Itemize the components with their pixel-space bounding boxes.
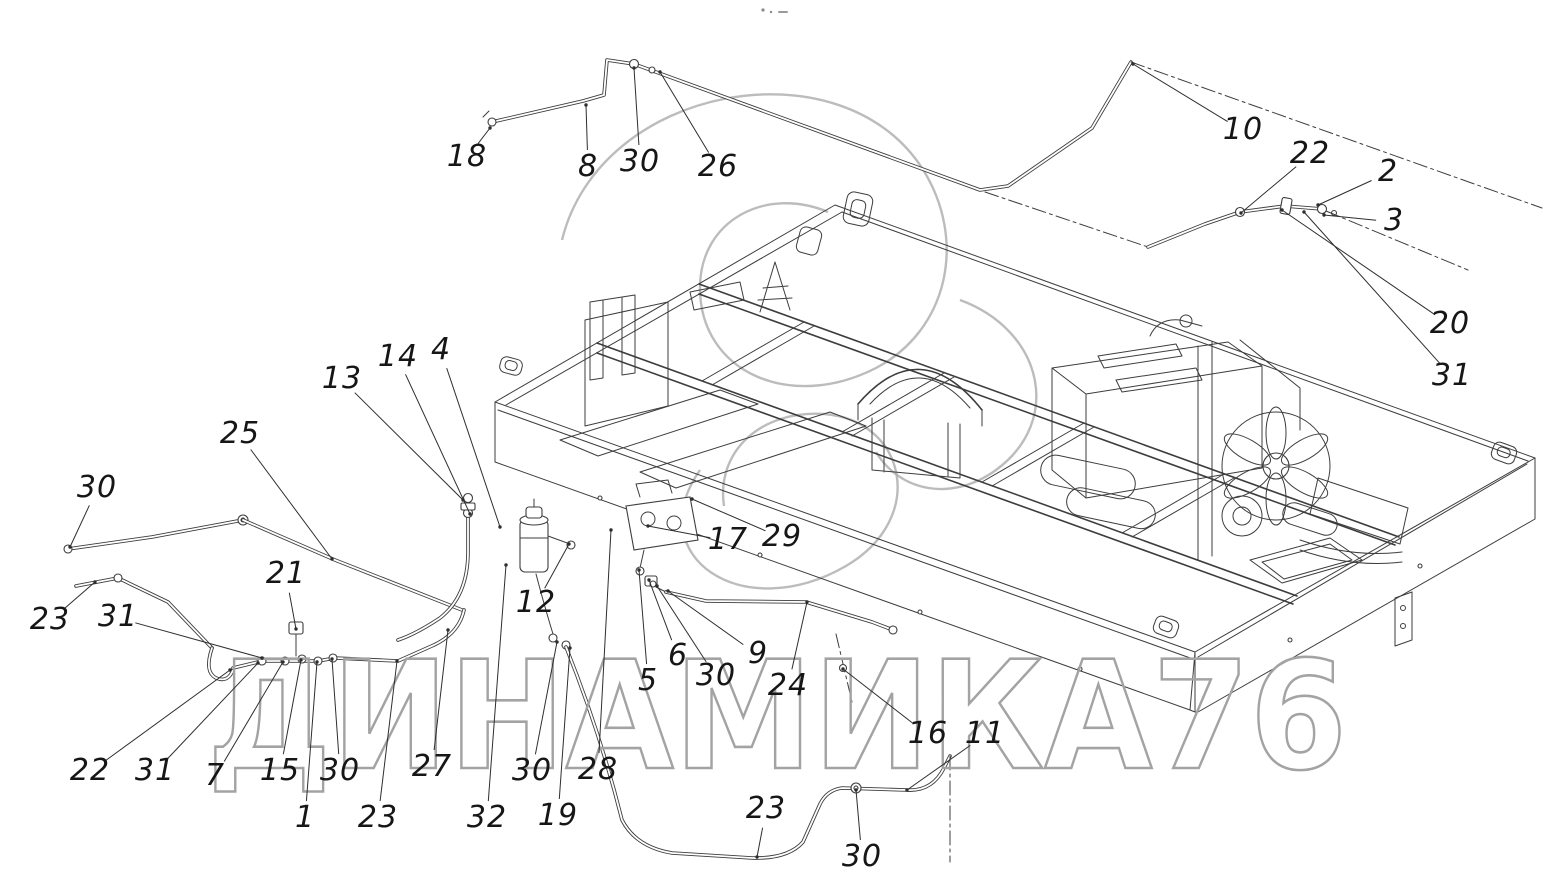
smudge-marks <box>761 8 788 14</box>
part-number-label-30: 30 <box>695 658 737 694</box>
engine <box>1040 314 1409 564</box>
part-number-label-15: 15 <box>259 753 301 789</box>
part-number-label-26: 26 <box>697 149 739 185</box>
part-number-label-18: 18 <box>446 139 488 175</box>
pipe-vertical <box>396 492 476 642</box>
part-number-label-24: 24 <box>767 668 809 704</box>
pipes-left <box>63 514 466 682</box>
part-number-label-25: 25 <box>219 416 261 452</box>
part-number-label-6: 6 <box>667 638 689 674</box>
part-number-label-31: 31 <box>1431 358 1473 394</box>
part-number-label-30: 30 <box>619 144 661 180</box>
saddle-bracket <box>857 368 983 479</box>
part-number-label-2: 2 <box>1377 154 1399 190</box>
part-number-label-1: 1 <box>294 800 316 836</box>
part-number-label-30: 30 <box>76 470 118 506</box>
chassis-frame <box>494 204 1536 713</box>
part-number-label-22: 22 <box>69 753 111 789</box>
deck-structures <box>499 191 1518 647</box>
part-number-label-20: 20 <box>1429 306 1471 342</box>
part-number-label-30: 30 <box>319 753 361 789</box>
part-number-label-23: 23 <box>29 602 71 638</box>
part-number-label-27: 27 <box>411 749 453 785</box>
part-number-label-7: 7 <box>204 758 226 794</box>
part-number-label-23: 23 <box>357 800 399 836</box>
part-number-label-23: 23 <box>745 791 787 827</box>
fuel-filter <box>519 498 576 573</box>
fuel-line-top <box>482 58 1543 248</box>
part-number-label-30: 30 <box>511 753 553 789</box>
part-number-label-8: 8 <box>577 149 599 185</box>
part-number-label-11: 11 <box>964 716 1006 752</box>
part-number-label-17: 17 <box>707 522 749 558</box>
part-number-label-16: 16 <box>907 716 949 752</box>
part-number-label-9: 9 <box>747 636 769 672</box>
leader-lines <box>63 62 1441 859</box>
logo-swirl-decoration <box>560 93 1038 590</box>
part-number-label-29: 29 <box>761 519 803 555</box>
watermark-text: ДИНАМИКА76 <box>207 630 1347 804</box>
part-number-label-21: 21 <box>265 556 307 592</box>
part-number-label-22: 22 <box>1289 136 1331 172</box>
part-number-label-30: 30 <box>841 839 883 875</box>
part-number-label-5: 5 <box>637 663 659 699</box>
part-number-label-12: 12 <box>515 585 557 621</box>
part-number-label-32: 32 <box>466 800 508 836</box>
part-number-label-31: 31 <box>134 753 176 789</box>
brake-valve <box>625 479 699 593</box>
part-number-label-19: 19 <box>537 798 579 834</box>
part-number-label-14: 14 <box>377 339 419 375</box>
part-number-label-28: 28 <box>577 752 619 788</box>
part-number-label-3: 3 <box>1383 203 1405 239</box>
part-number-label-31: 31 <box>97 599 139 635</box>
fan-icon <box>1221 406 1331 526</box>
part-number-label-4: 4 <box>430 332 452 368</box>
part-number-label-13: 13 <box>321 361 363 397</box>
part-number-label-10: 10 <box>1222 112 1264 148</box>
